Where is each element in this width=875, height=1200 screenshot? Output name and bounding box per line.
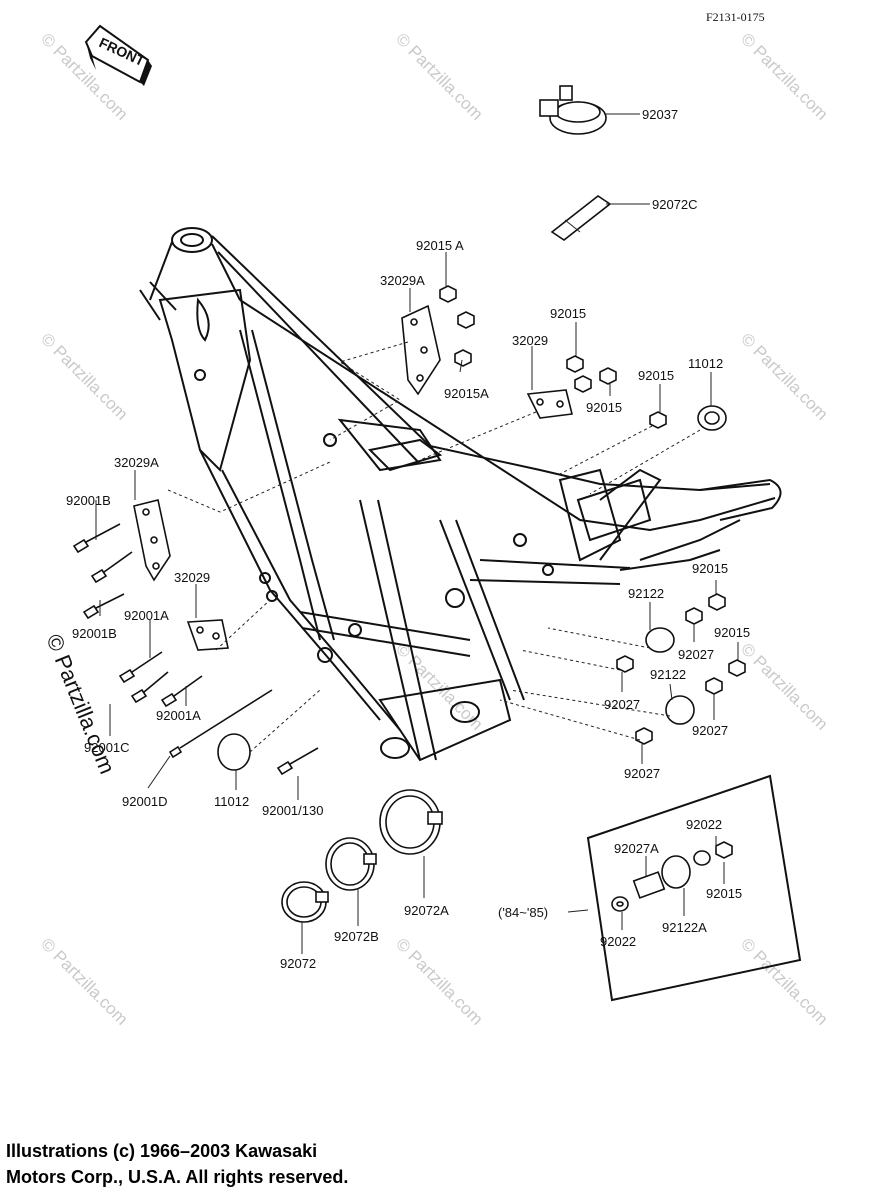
part-label: 92015: [706, 886, 742, 901]
part-label: 92027: [624, 766, 660, 781]
inset-84-85-parts: [586, 774, 802, 1002]
part-label: 92037: [642, 107, 678, 122]
part-label: 92015 A: [416, 238, 464, 253]
copyright-line: Illustrations (c) 1966–2003 Kawasaki: [6, 1141, 318, 1161]
watermark: © Partzilla.com: [737, 934, 831, 1028]
part-label: 92001/130: [262, 803, 323, 818]
bolts: [72, 523, 319, 776]
part-label: 92001B: [72, 626, 117, 641]
part-label: 92022: [686, 817, 722, 832]
part-label: 92122: [650, 667, 686, 682]
part-label: 92072C: [652, 197, 698, 212]
diagram-code: F2131-0175: [706, 10, 765, 24]
part-label: 92015: [586, 400, 622, 415]
hose-clamps: [281, 789, 443, 923]
plug-11012: [217, 733, 251, 771]
part-label: 11012: [214, 794, 249, 809]
part-label: 92001B: [66, 493, 111, 508]
part-label: 92001C: [84, 740, 130, 755]
part-label: 32029A: [114, 455, 159, 470]
front-arrow-icon: FRONT: [84, 24, 152, 86]
clamp-92037: [539, 85, 607, 135]
part-label: 32029A: [380, 273, 425, 288]
copyright-line: Motors Corp., U.S.A. All rights reserved…: [6, 1167, 349, 1187]
part-label: 92015: [692, 561, 728, 576]
part-label: 92027: [692, 723, 728, 738]
part-label: 92072: [280, 956, 316, 971]
part-label: 92015A: [444, 386, 489, 401]
range-note: ('84~'85): [498, 905, 548, 920]
watermark: © Partzilla.com: [737, 639, 831, 733]
part-label: 92022: [600, 934, 636, 949]
band-92072C: [550, 195, 612, 241]
bracket-32029-lower: [186, 619, 229, 651]
leader-lines: [95, 113, 739, 954]
watermark: © Partzilla.com: [392, 29, 486, 123]
part-label: 92122: [628, 586, 664, 601]
part-label: 32029: [512, 333, 548, 348]
part-label: 92027: [604, 697, 640, 712]
part-label: 11012: [688, 356, 723, 371]
part-labels: 92037 92072C 92015 A 32029A 92015 32029 …: [66, 107, 750, 971]
watermark: © Partzilla.com: [37, 329, 131, 423]
motorcycle-frame: [139, 227, 782, 762]
part-label: 92027A: [614, 841, 659, 856]
part-label: 92015: [638, 368, 674, 383]
bracket-32029-upper: [526, 389, 573, 419]
side-watermark: © Partzilla.com: [41, 631, 120, 778]
watermark: © Partzilla.com: [737, 329, 831, 423]
watermark: © Partzilla.com: [392, 934, 486, 1028]
part-label: 92001D: [122, 794, 168, 809]
part-label: 92072A: [404, 903, 449, 918]
part-label: 92001A: [124, 608, 169, 623]
part-label: 92001A: [156, 708, 201, 723]
watermark: © Partzilla.com: [737, 29, 831, 123]
part-label: 32029: [174, 570, 210, 585]
part-label: 92015: [714, 625, 750, 640]
copyright-notice: Illustrations (c) 1966–2003 Kawasaki Mot…: [6, 1138, 348, 1190]
part-label: 92015: [550, 306, 586, 321]
part-label: 92072B: [334, 929, 379, 944]
parts-layer: [72, 85, 802, 1002]
part-label: 92027: [678, 647, 714, 662]
part-label: 92122A: [662, 920, 707, 935]
watermark: © Partzilla.com: [37, 934, 131, 1028]
